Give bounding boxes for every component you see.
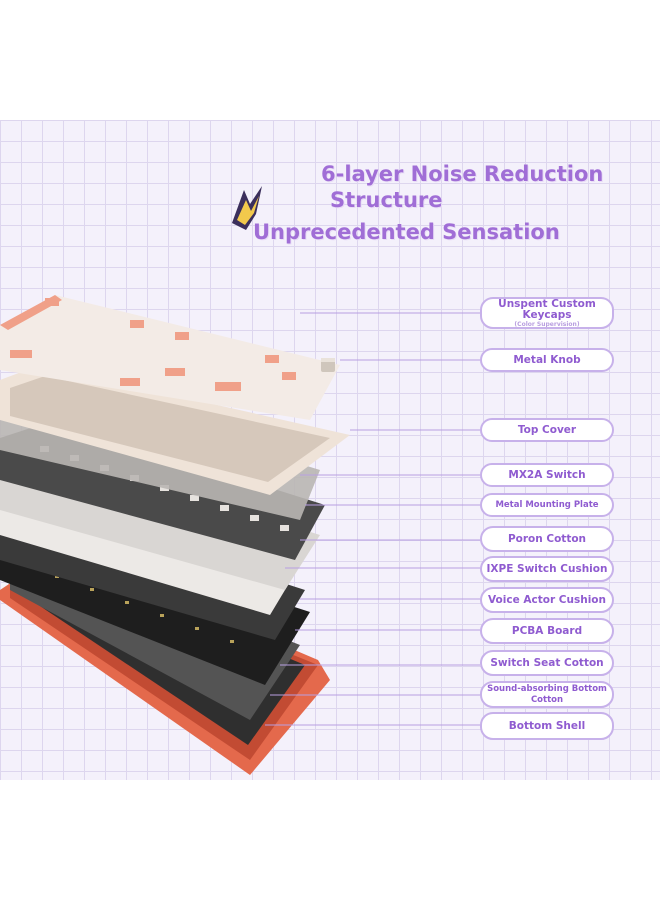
layer-label-voice-cushion: Voice Actor Cushion bbox=[480, 587, 614, 613]
layer-label-ixpe-text: IXPE Switch Cushion bbox=[486, 562, 608, 575]
layer-label-seat-cotton-text: Switch Seat Cotton bbox=[490, 656, 604, 669]
knob-part bbox=[321, 358, 335, 372]
layer-label-plate: Metal Mounting Plate bbox=[480, 493, 614, 517]
layer-label-pcba: PCBA Board bbox=[480, 618, 614, 644]
layer-label-poron-text: Poron Cotton bbox=[507, 532, 587, 545]
headline-line-3: Unprecedented Sensation bbox=[253, 220, 560, 244]
layer-label-switch-text: MX2A Switch bbox=[508, 468, 586, 481]
layer-label-pcba-text: PCBA Board bbox=[511, 624, 583, 637]
layer-label-seat-cotton: Switch Seat Cotton bbox=[480, 650, 614, 676]
layer-label-voice-cushion-text: Voice Actor Cushion bbox=[488, 593, 606, 606]
layer-label-knob-text: Metal Knob bbox=[513, 353, 581, 366]
layer-label-bottom-shell-text: Bottom Shell bbox=[508, 719, 586, 732]
headline-line-2: Structure bbox=[330, 188, 443, 212]
layer-label-top-cover-text: Top Cover bbox=[517, 423, 577, 436]
layer-label-bottom-cotton: Sound-absorbing Bottom Cotton bbox=[480, 681, 614, 708]
layer-label-ixpe: IXPE Switch Cushion bbox=[480, 556, 614, 582]
keyboard-exploded-view bbox=[0, 186, 480, 775]
layer-label-keycaps-note: (Color Supervision) bbox=[514, 320, 580, 328]
sparkle-icon bbox=[232, 186, 262, 230]
layer-label-keycaps-text: Unspent Custom Keycaps bbox=[498, 297, 596, 321]
layer-label-bottom-shell: Bottom Shell bbox=[480, 712, 614, 740]
top-cover-layer bbox=[0, 365, 350, 495]
layer-label-poron: Poron Cotton bbox=[480, 526, 614, 552]
headline-line-1: 6-layer Noise Reduction bbox=[321, 162, 604, 186]
keycaps-layer bbox=[0, 295, 340, 420]
layer-label-knob: Metal Knob bbox=[480, 348, 614, 372]
layer-label-plate-text: Metal Mounting Plate bbox=[495, 499, 599, 510]
diagram-panel: 6-layer Noise Reduction Structure Unprec… bbox=[0, 120, 660, 780]
layer-label-switch: MX2A Switch bbox=[480, 463, 614, 487]
layer-label-keycaps: Unspent Custom Keycaps (Color Supervisio… bbox=[480, 297, 614, 329]
leader-lines bbox=[265, 312, 480, 726]
layer-label-top-cover: Top Cover bbox=[480, 418, 614, 442]
layer-label-bottom-cotton-text: Sound-absorbing Bottom Cotton bbox=[487, 683, 607, 705]
